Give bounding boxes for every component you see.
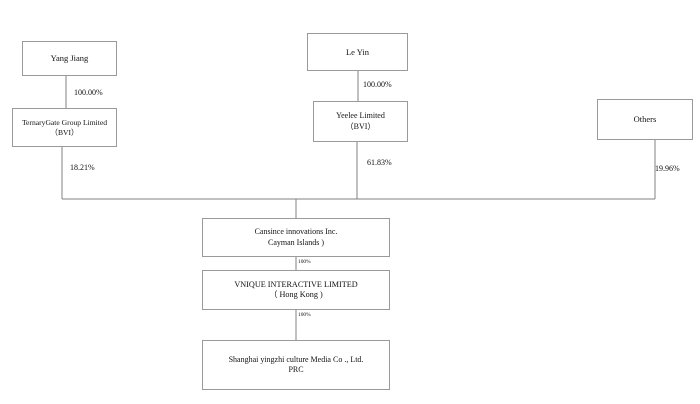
edge-label-others-to-cansince: 19.96% <box>655 164 680 173</box>
edge-label-cansince-to-vnique: 100% <box>298 259 311 265</box>
node-le-yin[interactable]: Le Yin <box>307 33 408 71</box>
node-vnique-interactive-limited[interactable]: VNIQUE INTERACTIVE LIMITED （ Hong Kong ) <box>202 270 390 310</box>
edge-label-vnique-to-shanghai: 100% <box>298 312 311 318</box>
node-vnique-jurisdiction: （ Hong Kong ) <box>269 290 323 299</box>
edge-label-yeelee-to-cansince: 61.83% <box>367 158 392 167</box>
node-shanghai-yingzhi-culture-media[interactable]: Shanghai yingzhi culture Media Co ., Ltd… <box>202 340 390 390</box>
node-shanghai-name: Shanghai yingzhi culture Media Co ., Ltd… <box>228 354 364 364</box>
node-others-label: Others <box>633 114 657 125</box>
edge-label-ternarygate-to-cansince: 18.21% <box>70 163 95 172</box>
node-yeelee-jurisdiction: （BVI） <box>345 121 376 131</box>
edge-label-leyin-to-yeelee: 100.00% <box>363 80 392 89</box>
node-shanghai-jurisdiction: PRC <box>288 365 304 374</box>
node-yang-jiang-label: Yang Jiang <box>50 53 89 64</box>
node-yeelee-limited[interactable]: Yeelee Limited （BVI） <box>313 101 408 142</box>
node-ternarygate-name: TernaryGate Group Limited <box>21 117 108 127</box>
node-ternarygate-group-limited[interactable]: TernaryGate Group Limited （BVI） <box>12 108 117 147</box>
node-yang-jiang[interactable]: Yang Jiang <box>22 41 117 76</box>
node-yeelee-name: Yeelee Limited <box>336 111 385 121</box>
edge-label-yang-to-ternarygate: 100.00% <box>74 88 103 97</box>
node-ternarygate-jurisdiction: （BVI） <box>50 127 79 137</box>
node-le-yin-label: Le Yin <box>345 46 370 57</box>
node-cansince-name: Cansince innovations Inc. <box>254 227 338 237</box>
node-cansince-jurisdiction: Cayman Islands ) <box>268 237 324 247</box>
node-cansince-innovations[interactable]: Cansince innovations Inc. Cayman Islands… <box>202 218 390 257</box>
node-vnique-name: VNIQUE INTERACTIVE LIMITED <box>234 279 358 289</box>
node-others[interactable]: Others <box>597 99 693 140</box>
